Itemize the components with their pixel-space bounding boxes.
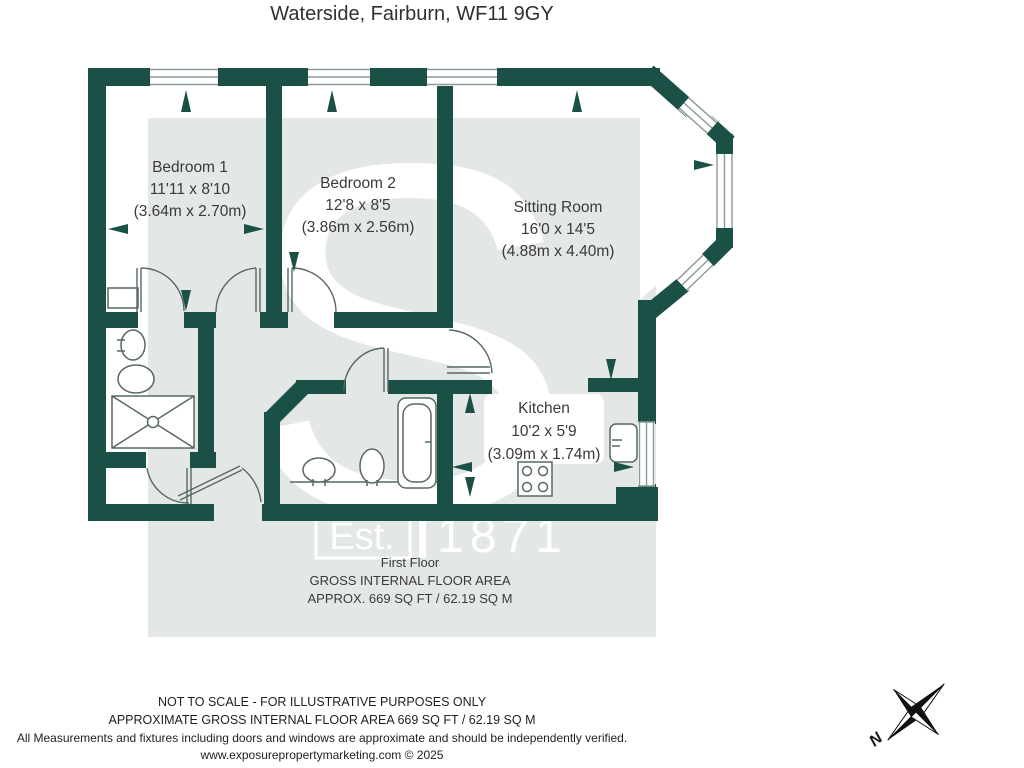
label-sitting-room: Sitting Room 16'0 x 14'5 (4.88m x 4.40m) — [502, 199, 615, 260]
svg-text:10'2 x 5'9: 10'2 x 5'9 — [511, 423, 576, 440]
arrow-down-bed2 — [289, 252, 299, 272]
floor-name: First Floor — [381, 555, 440, 570]
bathroom2-toilet — [359, 448, 385, 486]
kitchen-label-plate — [484, 394, 604, 464]
label-kitchen: Kitchen 10'2 x 5'9 (3.09m x 1.74m) — [488, 400, 601, 463]
svg-text:12'8 x 8'5: 12'8 x 8'5 — [325, 197, 390, 214]
arrow-down-bed1 — [181, 290, 191, 311]
arrow-up-kitchen — [465, 393, 475, 413]
est-divider — [419, 516, 426, 558]
watermark-s: S — [241, 59, 575, 618]
svg-text:(3.09m x 1.74m): (3.09m x 1.74m) — [488, 446, 601, 463]
window-bay-upper — [678, 96, 718, 135]
bedroom1-door — [215, 267, 261, 313]
bathroom1-toilet — [117, 364, 155, 394]
arrow-down-sitting — [606, 359, 616, 380]
bay-floor — [640, 86, 716, 300]
window-bedroom1 — [150, 68, 218, 86]
kitchen-fridge — [609, 423, 638, 463]
arrow-right-kitchen — [614, 462, 634, 472]
window-bedroom2 — [308, 68, 370, 86]
plan-backdrop: S Est. 1871 — [148, 59, 716, 637]
window-kitchen — [638, 421, 655, 487]
compass-icon: N — [866, 683, 945, 750]
arrow-left-kitchen — [452, 462, 472, 472]
svg-text:(4.88m x 4.40m): (4.88m x 4.40m) — [502, 243, 615, 260]
footer-disclaimer: NOT TO SCALE - FOR ILLUSTRATIVE PURPOSES… — [17, 695, 627, 762]
compass-north-label: N — [866, 729, 886, 750]
svg-text:Kitchen: Kitchen — [518, 400, 570, 417]
label-bedroom2: Bedroom 2 12'8 x 8'5 (3.86m x 2.56m) — [302, 175, 415, 236]
svg-text:Sitting Room: Sitting Room — [514, 199, 603, 216]
floor-area-line2: APPROX. 669 SQ FT / 62.19 SQ M — [308, 591, 513, 606]
arrow-right-bed1 — [244, 224, 264, 234]
arrow-up-bed2 — [327, 90, 337, 112]
walls — [88, 65, 735, 521]
floor-area-line1: GROSS INTERNAL FLOOR AREA — [309, 573, 510, 588]
bathroom1-shower — [111, 395, 195, 449]
svg-text:Bedroom 2: Bedroom 2 — [320, 175, 396, 192]
windows — [150, 68, 733, 487]
arrow-right-sitting — [694, 160, 714, 170]
svg-text:Bedroom 1: Bedroom 1 — [152, 159, 228, 176]
floor-area — [148, 118, 656, 637]
measure-arrows — [108, 90, 714, 497]
floor-summary: First Floor GROSS INTERNAL FLOOR AREA AP… — [308, 555, 513, 606]
window-sitting-top — [427, 68, 497, 86]
arrow-down-kitchen — [465, 477, 475, 497]
svg-text:16'0 x 14'5: 16'0 x 14'5 — [521, 221, 595, 238]
entrance-door — [177, 465, 262, 503]
fixtures — [107, 287, 638, 497]
arrow-up-sitting — [572, 90, 582, 112]
bathroom1-sink — [117, 329, 146, 361]
bedroom1-cupboard-door — [136, 267, 185, 312]
footer-line-4: www.exposurepropertymarketing.com © 2025 — [200, 748, 444, 762]
bedroom1-cupboard — [107, 287, 139, 309]
kitchen-hob — [517, 461, 553, 497]
kitchen-door — [447, 329, 493, 374]
page-title: Waterside, Fairburn, WF11 9GY — [270, 3, 553, 25]
footer-line-3: All Measurements and fixtures including … — [17, 731, 627, 745]
bathroom1-door — [146, 467, 192, 504]
svg-text:(3.64m x 2.70m): (3.64m x 2.70m) — [134, 203, 247, 220]
window-bay-lower — [676, 253, 714, 292]
svg-text:(3.86m x 2.56m): (3.86m x 2.56m) — [302, 219, 415, 236]
room-labels: Bedroom 1 11'11 x 8'10 (3.64m x 2.70m) B… — [134, 159, 615, 463]
footer-line-1: NOT TO SCALE - FOR ILLUSTRATIVE PURPOSES… — [158, 695, 487, 709]
label-bedroom1: Bedroom 1 11'11 x 8'10 (3.64m x 2.70m) — [134, 159, 247, 220]
doors — [136, 267, 493, 504]
footer-line-2: APPROXIMATE GROSS INTERNAL FLOOR AREA 66… — [109, 713, 536, 727]
est-text: Est. — [329, 516, 394, 558]
svg-text:11'11 x 8'10: 11'11 x 8'10 — [150, 181, 231, 198]
bathroom2-bathtub — [397, 397, 437, 489]
bathroom2-sink — [302, 457, 336, 486]
window-bay-middle — [716, 134, 733, 248]
arrow-left-bed1 — [108, 224, 128, 234]
bathroom2-door — [343, 347, 389, 392]
arrow-up-bed1 — [181, 90, 191, 112]
bedroom2-door — [287, 267, 337, 313]
